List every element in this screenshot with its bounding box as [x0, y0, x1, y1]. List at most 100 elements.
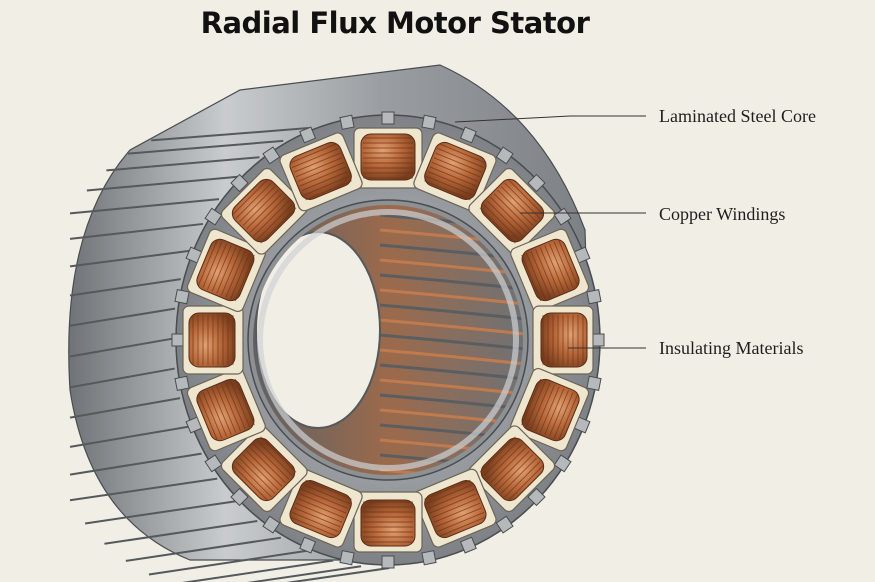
wire-turn [497, 189, 534, 226]
wire-turn [427, 171, 475, 192]
tooth-tip [527, 487, 546, 507]
wire-turn [539, 247, 560, 294]
label-insulating-materials: Insulating Materials [659, 338, 804, 358]
wire-turn [216, 247, 237, 294]
wire-turn [290, 516, 337, 537]
wire-turn [216, 386, 237, 433]
wire-turn [232, 179, 269, 216]
winding-bundle [540, 312, 588, 368]
wire-turn [207, 390, 228, 437]
wire-turn [544, 388, 565, 435]
wire-turn [493, 450, 530, 487]
wire-turn [535, 384, 556, 432]
wire-turn [225, 250, 246, 298]
lamination-slot [84, 500, 237, 525]
wire-turn [301, 488, 349, 509]
wire-turn [425, 175, 473, 196]
wire-turn [230, 252, 251, 300]
wire-turn [521, 378, 542, 426]
wire-turn [530, 250, 551, 298]
wire-turn [256, 203, 293, 240]
lamination-slot [69, 222, 204, 240]
lamination-slot [69, 307, 176, 327]
tooth-tip [421, 114, 437, 130]
lamination-slot [151, 127, 309, 142]
tooth-tip [299, 536, 317, 554]
wire-turn [211, 388, 232, 435]
wire-turn [435, 152, 483, 173]
tooth-tip [586, 289, 602, 305]
wire-turn [425, 484, 473, 505]
tooth-tip [174, 289, 190, 305]
bore-slot [379, 318, 523, 336]
wire-turn [435, 507, 483, 528]
bore-slot [379, 303, 523, 321]
wire-turn [303, 484, 351, 505]
lamination-slot [148, 549, 307, 576]
wire-turn [242, 454, 279, 491]
wire-turn [299, 493, 347, 514]
wire-turn [293, 152, 341, 173]
label-copper-windings: Copper Windings [659, 204, 786, 224]
wire-turn [497, 454, 534, 491]
winding-bundle [480, 437, 545, 502]
wire-turn [232, 464, 269, 501]
lamination-slot [69, 477, 218, 502]
wire-turn [539, 386, 560, 433]
wire-turn [299, 166, 347, 187]
lamination-slot [69, 367, 175, 389]
wire-turn [207, 243, 228, 290]
tooth-tip [262, 515, 281, 534]
wire-turn [202, 392, 223, 439]
lamination-slot [69, 452, 202, 476]
lamination-slot [86, 175, 238, 192]
wire-turn [305, 479, 352, 500]
lamination-slot [125, 536, 282, 562]
winding-bundle [231, 437, 296, 502]
wire-turn [424, 479, 471, 500]
wire-turn [429, 493, 477, 514]
winding-bundle [360, 499, 416, 547]
tooth-tip [171, 333, 185, 347]
wire-turn [234, 378, 255, 426]
wire-turn [530, 382, 551, 430]
lamination-slot [69, 249, 191, 268]
wire-turn [500, 457, 537, 494]
wire-turn [235, 182, 272, 219]
tooth-tip [381, 111, 395, 125]
copper-coil [532, 305, 594, 375]
lamination-slot [106, 156, 260, 172]
wire-turn [439, 516, 486, 537]
wire-turn [490, 196, 527, 233]
wire-turn [507, 179, 544, 216]
wire-turn [253, 200, 290, 237]
bore-slot [379, 348, 523, 366]
wire-turn [558, 394, 579, 441]
lamination-slot [69, 425, 190, 448]
lamination-slot [127, 139, 284, 155]
winding-bundle [231, 178, 296, 243]
wire-turn [558, 239, 579, 286]
copper-coil [510, 367, 590, 452]
lamination-slot [104, 520, 258, 545]
tooth-tip [174, 375, 190, 391]
copper-coil [182, 305, 244, 375]
wire-turn [500, 186, 537, 223]
leader-lines [454, 115, 646, 349]
wire-turn [225, 382, 246, 430]
wire-turn [202, 241, 223, 288]
wire-turn [433, 157, 481, 178]
wire-turn [427, 488, 475, 509]
wire-turn [260, 436, 297, 473]
wire-turn [507, 464, 544, 501]
copper-coil [279, 468, 363, 548]
tooth-tip [262, 146, 281, 165]
wire-turn [249, 196, 286, 233]
tooth-tip [527, 173, 546, 193]
copper-coil [353, 491, 423, 553]
label-laminated-steel-core: Laminated Steel Core [659, 106, 816, 126]
wire-turn [525, 380, 546, 428]
lamination-slot [247, 565, 362, 582]
wire-turn [239, 186, 276, 223]
